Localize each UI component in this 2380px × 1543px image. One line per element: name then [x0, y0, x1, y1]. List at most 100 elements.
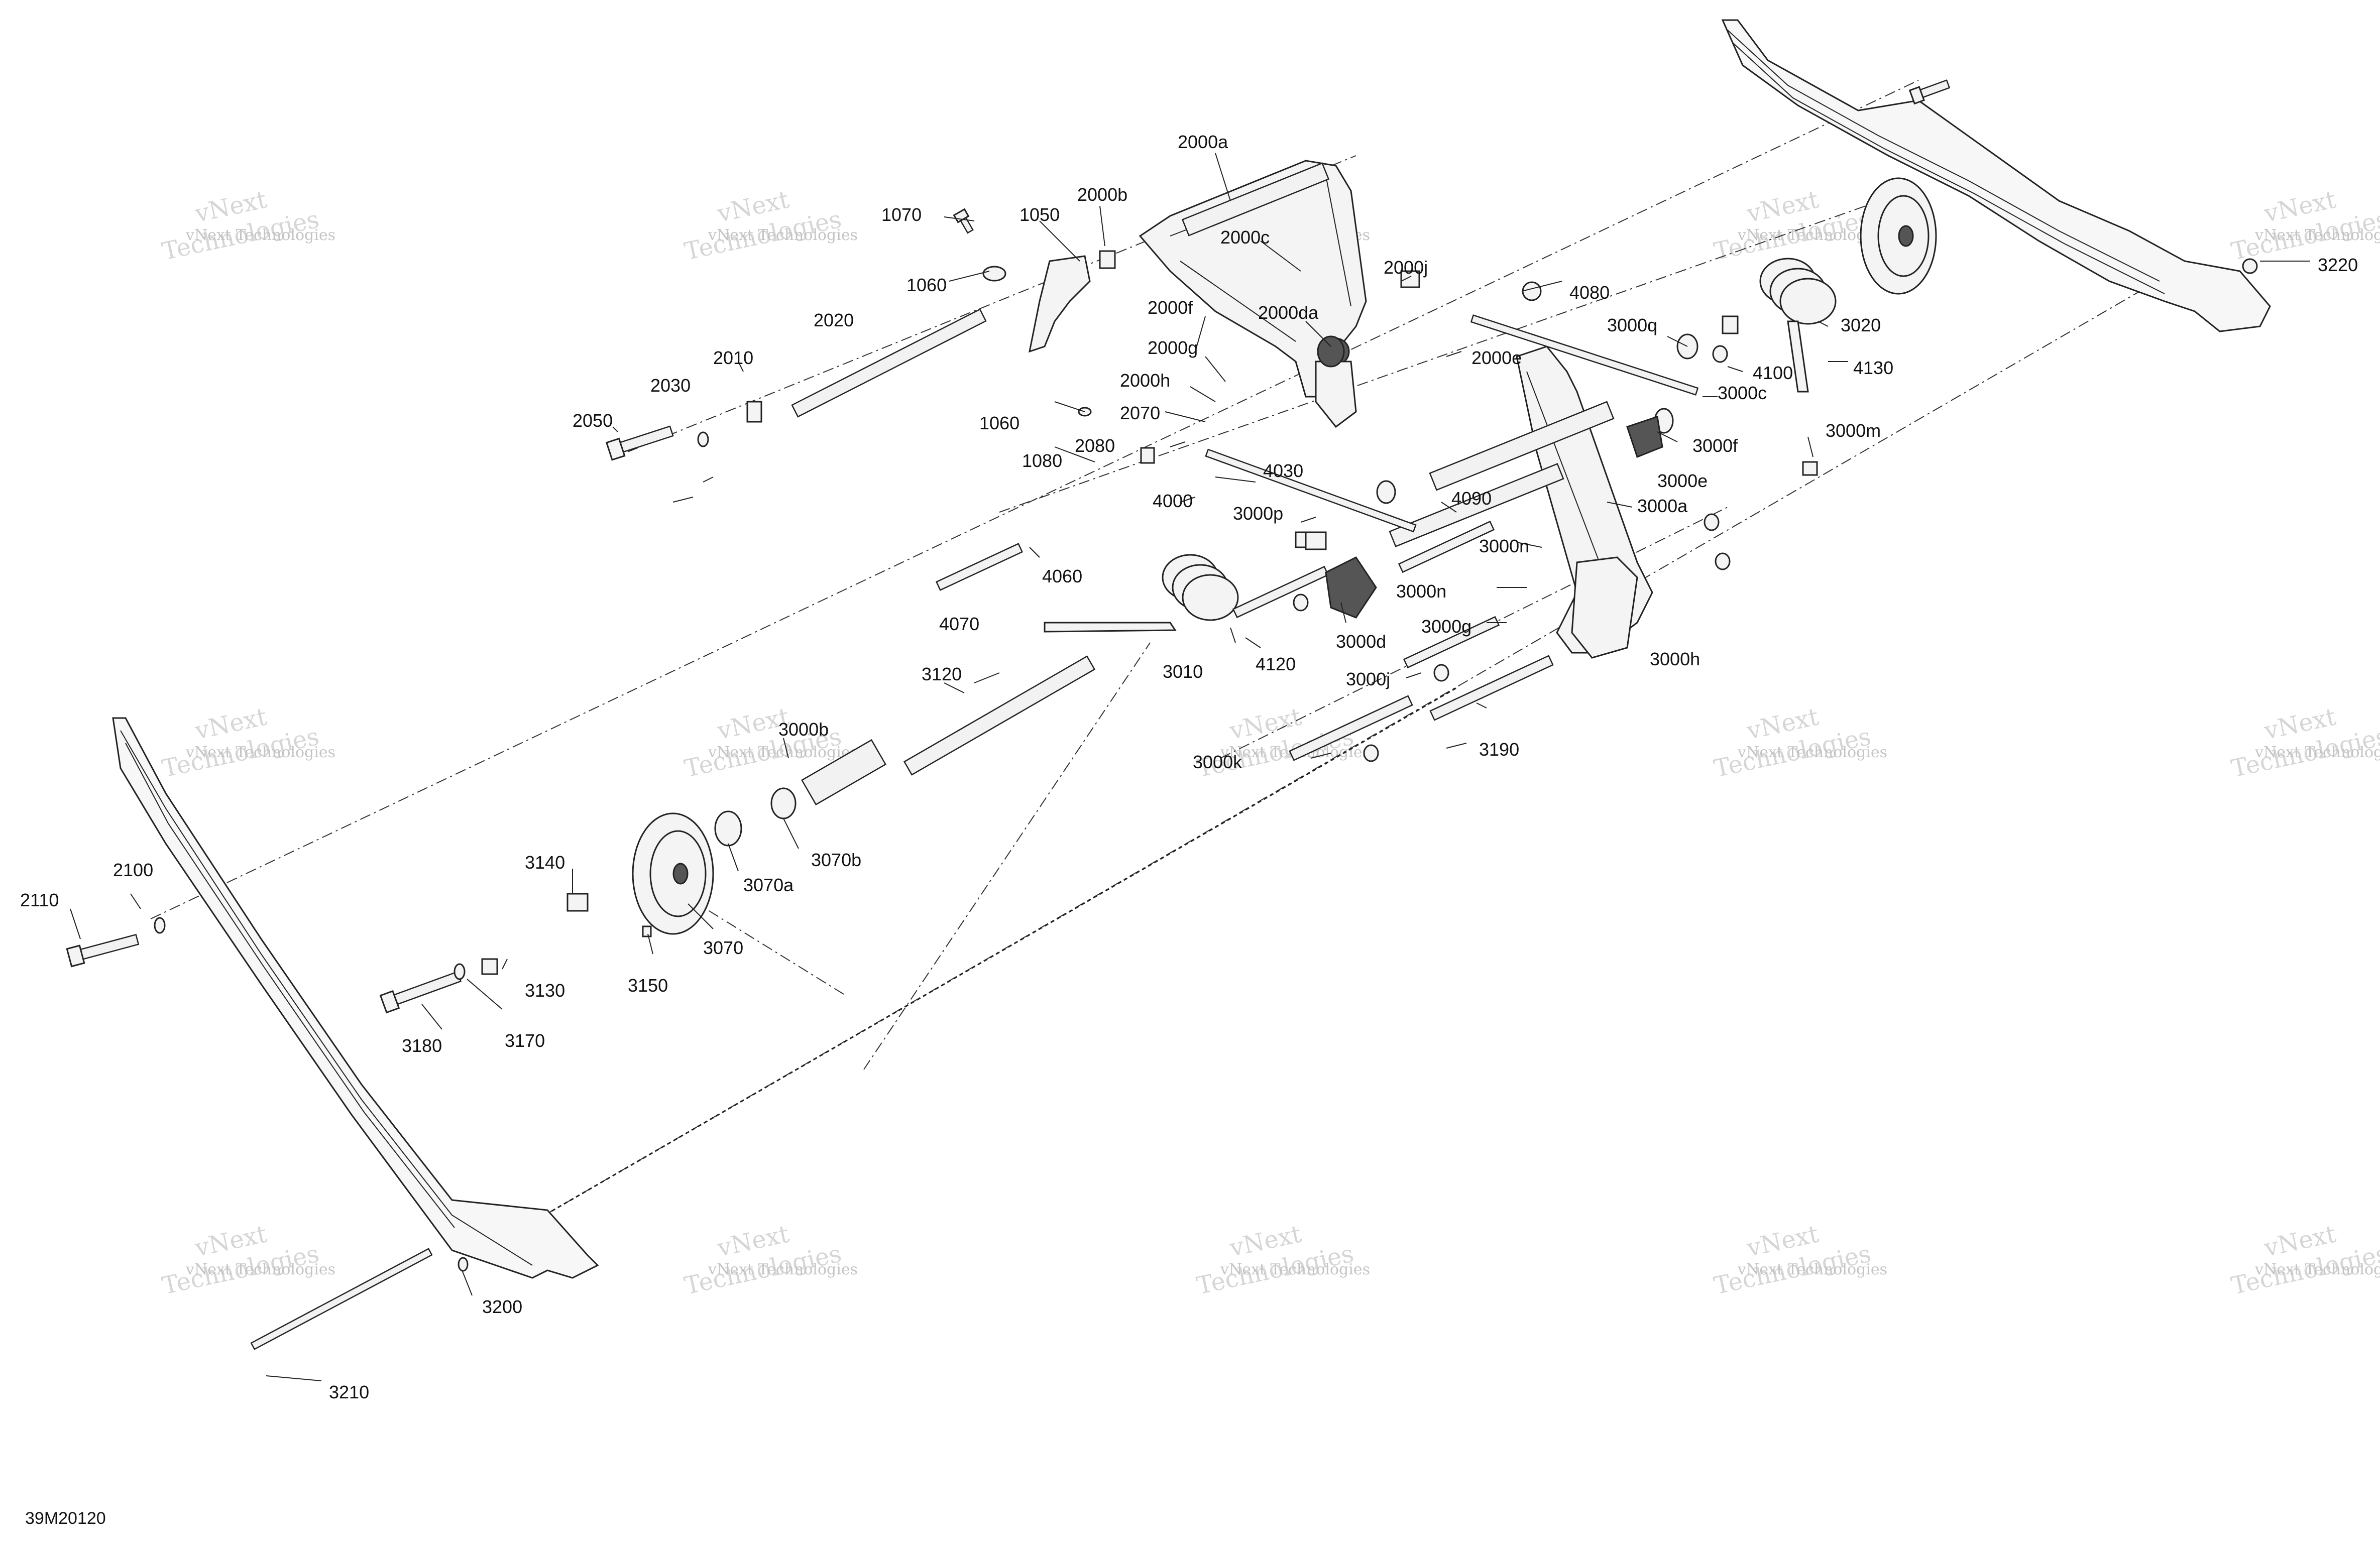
svg-text:vNext Technologies: vNext Technologies — [1737, 1261, 1887, 1278]
callout-label: 4100 — [1753, 363, 1793, 383]
callout-label: 2000g — [1148, 337, 1198, 358]
front-arm-assembly — [1139, 160, 1367, 428]
callout-label: 4120 — [1256, 654, 1296, 674]
callout-label: 2050 — [573, 410, 613, 431]
callout-label: 3220 — [2318, 255, 2358, 275]
callout-label: 1060 — [979, 413, 1019, 433]
callout-label: 3020 — [1841, 315, 1881, 335]
callout-label: 2000b — [1077, 184, 1127, 205]
callout-label: 3070b — [811, 850, 861, 870]
callout-label: 3000m — [1826, 420, 1881, 441]
watermark: vNext Technologies vNext Technologies — [682, 1220, 858, 1300]
callout-label: 3000c — [1718, 383, 1767, 403]
callout-label: 3180 — [402, 1035, 442, 1056]
callout-label: 3070 — [703, 937, 743, 958]
drawing-number: 39M20120 — [25, 1509, 106, 1528]
callout-label: 3170 — [505, 1030, 545, 1051]
shafts — [250, 308, 1699, 1350]
callout-labels: 1050 1060 1060 1070 1080 2000a 2000b 200… — [20, 132, 2358, 1402]
watermark: vNext Technologies vNext Technologies — [1194, 1220, 1370, 1300]
svg-text:vNext Technologies: vNext Technologies — [185, 226, 335, 244]
callout-label: 4130 — [1853, 358, 1893, 378]
callout-label: 3000f — [1692, 435, 1738, 456]
svg-text:vNext Technologies: vNext Technologies — [185, 1261, 335, 1278]
callout-label: 4080 — [1569, 282, 1610, 303]
callout-label: 2110 — [20, 890, 59, 910]
svg-text:vNext Technologies: vNext Technologies — [1220, 1261, 1370, 1278]
watermark: vNext Technologies vNext Technologies — [160, 702, 335, 783]
svg-text:vNext Technologies: vNext Technologies — [708, 744, 858, 761]
bracket-1050 — [1029, 255, 1091, 353]
callout-label: 4060 — [1042, 566, 1082, 586]
callout-label: 3210 — [329, 1382, 369, 1402]
right-slide-rail — [1721, 19, 2271, 332]
callout-label: 2100 — [113, 860, 153, 880]
watermark: vNext Technologies vNext Technologies — [2229, 702, 2380, 783]
small-hardware — [154, 250, 2258, 1272]
callout-label: 2080 — [1075, 435, 1115, 456]
callout-label: 3200 — [482, 1296, 522, 1317]
callout-label: 1080 — [1022, 450, 1062, 471]
callout-label: 2000h — [1120, 370, 1170, 391]
watermark: vNext Technologies vNext Technologies — [160, 185, 335, 266]
rear-arm-assembly — [1389, 345, 1653, 659]
callout-label: 3190 — [1479, 739, 1519, 760]
callout-label: 4000 — [1153, 491, 1193, 511]
callout-label: 2020 — [814, 310, 854, 330]
callout-label: 3130 — [525, 980, 565, 1001]
callout-label: 2030 — [650, 375, 691, 396]
callout-label: 3000n — [1396, 581, 1446, 602]
svg-text:vNext Technologies: vNext Technologies — [185, 744, 335, 761]
callout-label: 3000b — [778, 719, 829, 740]
callout-label: 1060 — [906, 275, 947, 295]
torsion-spring-3010 — [1044, 554, 1239, 633]
callout-label: 3000e — [1657, 470, 1708, 491]
callout-label: 2010 — [713, 347, 753, 368]
callout-label: 1070 — [881, 204, 922, 225]
callout-label: 2000a — [1178, 132, 1228, 152]
callout-label: 4090 — [1451, 488, 1492, 509]
callout-label: 3000d — [1336, 631, 1386, 652]
left-slide-rail — [112, 717, 599, 1279]
watermark: vNext Technologies vNext Technologies — [1194, 702, 1370, 783]
callout-label: 3010 — [1163, 661, 1203, 682]
watermark: vNext Technologies vNext Technologies — [1712, 702, 1887, 783]
watermark: vNext Technologies vNext Technologies — [2229, 1220, 2380, 1300]
callout-label: 3000q — [1607, 315, 1657, 335]
leader-lines — [70, 153, 2310, 1381]
torsion-spring-3020 — [1759, 258, 1837, 393]
callout-label: 3000a — [1637, 496, 1688, 516]
bolts — [66, 79, 1951, 1014]
callout-label: 3070a — [743, 875, 794, 895]
callout-label: 3120 — [922, 664, 962, 684]
idler-wheel-3220 — [1860, 177, 1937, 295]
callout-label: 2070 — [1120, 403, 1160, 423]
svg-text:vNext Technologies: vNext Technologies — [2254, 1261, 2380, 1278]
callout-label: 2000f — [1148, 297, 1193, 318]
callout-label: 3150 — [628, 975, 668, 996]
svg-text:vNext Technologies: vNext Technologies — [2254, 744, 2380, 761]
watermark-layer: vNext Technologies vNext Technologies vN… — [160, 185, 2380, 1300]
callout-label: 2000j — [1384, 257, 1428, 278]
callout-label: 4030 — [1263, 460, 1303, 481]
callout-label: 3000h — [1650, 649, 1700, 669]
watermark: vNext Technologies vNext Technologies — [1712, 1220, 1887, 1300]
callout-label: 3140 — [525, 852, 565, 873]
callout-label: 3000p — [1233, 503, 1283, 524]
svg-text:vNext Technologies: vNext Technologies — [708, 226, 858, 244]
callout-label: 3000g — [1421, 616, 1471, 637]
callout-label: 2000e — [1471, 347, 1522, 368]
svg-text:vNext Technologies: vNext Technologies — [708, 1261, 858, 1278]
svg-text:vNext Technologies: vNext Technologies — [1737, 744, 1887, 761]
callout-label: 2000da — [1258, 302, 1319, 323]
watermark: vNext Technologies vNext Technologies — [160, 1220, 335, 1300]
callout-label: 3000n — [1479, 536, 1529, 556]
callout-label: 1050 — [1019, 204, 1060, 225]
svg-text:vNext Technologies: vNext Technologies — [2254, 226, 2380, 244]
callout-label: 3000j — [1346, 669, 1390, 689]
watermark: vNext Technologies vNext Technologies — [682, 185, 858, 266]
callout-label: 4070 — [939, 614, 979, 634]
callout-label: 2000c — [1220, 227, 1270, 248]
idler-wheel-3070 — [632, 812, 714, 935]
